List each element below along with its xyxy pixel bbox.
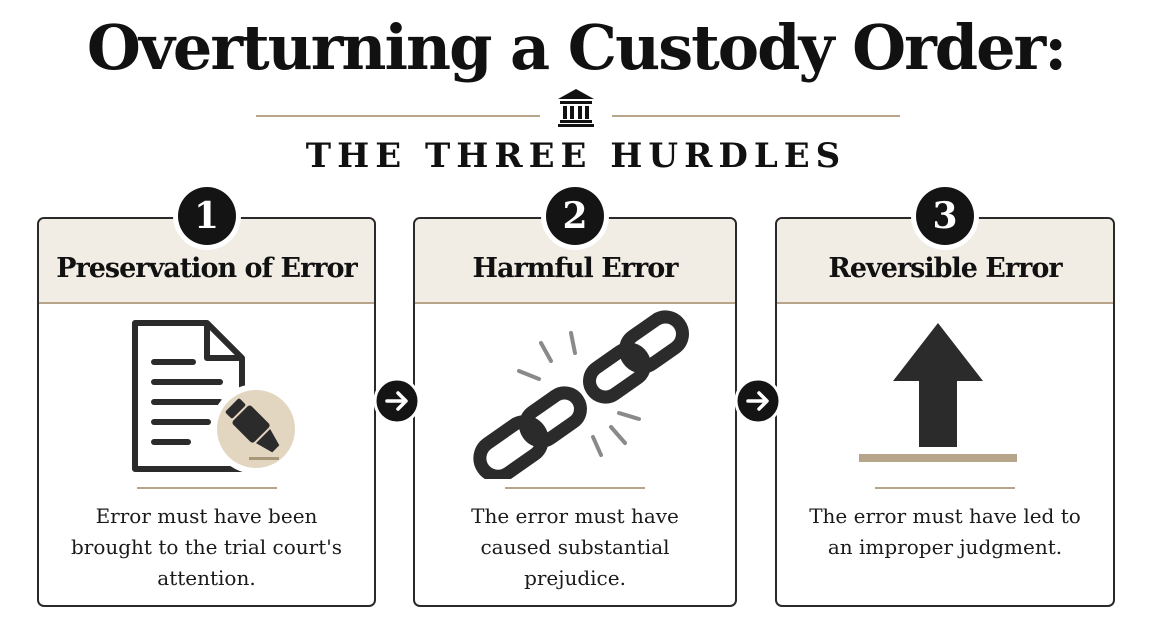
step-badge: 2	[541, 182, 609, 250]
arrow-right-circle-icon	[373, 377, 421, 425]
broken-chain-icon	[473, 310, 689, 479]
title-divider-right	[612, 115, 900, 117]
hurdle-card-reversible: Reversible Error 3 The error must have l…	[775, 182, 1115, 607]
card-description: The error must have caused substantial p…	[471, 504, 679, 590]
step-badge: 1	[172, 182, 241, 250]
card-title: Preservation of Error	[56, 253, 358, 284]
up-arrow-icon	[859, 323, 1017, 462]
title-divider-left	[256, 115, 540, 117]
hurdle-card-harmful: Harmful Error 2 The error must have caus…	[413, 182, 737, 607]
card-description: The error must have led to an improper j…	[809, 504, 1081, 559]
card-divider	[875, 487, 1015, 489]
hurdle-card-preservation: Preservation of Error 1 Error must have …	[37, 182, 376, 607]
card-divider	[505, 487, 645, 489]
card-title: Harmful Error	[472, 253, 679, 284]
step-number: 1	[177, 187, 236, 245]
step-number: 3	[916, 187, 974, 245]
page-title: Overturning a Custody Order:	[86, 11, 1067, 84]
step-number: 2	[546, 187, 604, 245]
step-badge: 3	[911, 182, 979, 250]
card-divider	[136, 487, 277, 489]
courthouse-icon	[558, 89, 594, 127]
document-with-marker-icon	[132, 320, 301, 474]
arrow-right-circle-icon	[734, 377, 782, 425]
page-subtitle: THE THREE HURDLES	[305, 136, 847, 176]
card-title: Reversible Error	[828, 253, 1062, 284]
card-header: Reversible Error	[777, 219, 1113, 304]
card-description: Error must have been brought to the tria…	[70, 504, 343, 590]
